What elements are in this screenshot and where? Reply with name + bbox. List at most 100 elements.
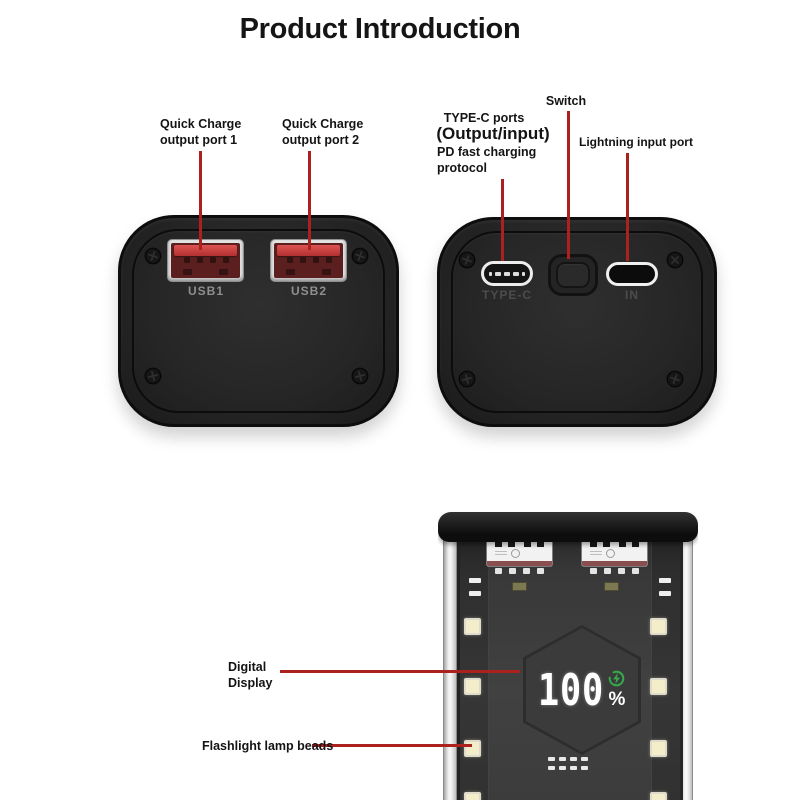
page-title: Product Introduction xyxy=(239,13,521,45)
type-c-port xyxy=(481,261,533,286)
power-bank-inner-body: 100 % xyxy=(457,528,683,800)
vent-dot xyxy=(581,757,588,761)
usbconn-print xyxy=(495,551,507,556)
usb-port-cavity xyxy=(171,243,240,278)
digital-display: 100 % xyxy=(538,668,625,714)
label-quick-charge-port2: Quick Charge output port 2 xyxy=(282,117,364,147)
label-output-input: (Output/input) xyxy=(436,124,550,143)
quick-charge-logo-icon xyxy=(511,549,520,558)
usbconn-notch xyxy=(597,540,603,547)
usb-a-port-1 xyxy=(168,240,243,281)
screw-icon xyxy=(458,370,476,388)
power-bank-top-view-inputs: TYPE-C IN xyxy=(437,217,717,427)
lightning-in-port xyxy=(606,262,658,286)
usb-block xyxy=(286,269,295,275)
charging-bolt-icon xyxy=(609,670,625,687)
solder-pin xyxy=(537,568,544,574)
type-c-pin xyxy=(504,271,510,276)
type-c-pin xyxy=(489,271,492,276)
solder-pin xyxy=(632,568,639,574)
usb1-port-label: USB1 xyxy=(187,284,224,298)
vent-dot xyxy=(570,757,577,761)
usb-pin xyxy=(326,257,332,263)
flashlight-lamp-bead xyxy=(650,740,667,757)
usb-block xyxy=(219,269,228,275)
solder-pin xyxy=(604,568,611,574)
solder-pin xyxy=(618,568,625,574)
usbconn-notch xyxy=(626,540,632,547)
screw-icon xyxy=(666,370,684,388)
pcb-dash xyxy=(659,591,671,596)
device-inner-ring xyxy=(132,229,385,413)
flashlight-lamp-bead xyxy=(464,678,481,695)
solder-pin xyxy=(523,568,530,574)
usb-pin xyxy=(210,257,216,263)
flashlight-lamp-bead xyxy=(464,740,481,757)
usbconn-notch xyxy=(531,540,537,547)
type-c-pin xyxy=(522,271,525,276)
usb-pin xyxy=(197,257,203,263)
vent-dot xyxy=(548,757,555,761)
usb-pin xyxy=(184,257,190,263)
flashlight-lamp-bead xyxy=(650,678,667,695)
flashlight-lamp-bead xyxy=(464,792,481,800)
label-flashlight-beads: Flashlight lamp beads xyxy=(202,739,334,753)
label-typec-ports: TYPE-C ports xyxy=(443,111,525,125)
usb-pin xyxy=(287,257,293,263)
usb-port-tongue xyxy=(277,245,340,256)
display-side-column: % xyxy=(608,668,625,710)
solder-pin xyxy=(495,568,502,574)
power-bank-top-view-usb-outputs: USB1 USB2 xyxy=(118,215,399,427)
label-digital-display: Digital Display xyxy=(228,660,273,690)
pointer-line-usb2 xyxy=(308,151,311,250)
type-c-pin xyxy=(495,271,501,276)
label-switch: Switch xyxy=(545,94,587,108)
solder-pin xyxy=(590,568,597,574)
led-column-right xyxy=(651,528,680,800)
pointer-line-lightning xyxy=(626,153,629,261)
power-bank-front-view: 100 % xyxy=(438,505,698,800)
type-c-pin xyxy=(513,271,519,276)
label-quick-charge-port1: Quick Charge output port 1 xyxy=(160,117,242,147)
quick-charge-logo-icon xyxy=(606,549,615,558)
power-bank-top-cap xyxy=(438,512,698,542)
screw-icon xyxy=(666,251,684,269)
vent-dot xyxy=(559,766,566,770)
pointer-line-switch xyxy=(567,111,570,259)
smd-component xyxy=(604,582,619,591)
label-lightning-input: Lightning input port xyxy=(579,135,693,149)
display-hexagon-face xyxy=(526,628,638,752)
percent-sign: % xyxy=(608,689,626,710)
transparent-rail-left xyxy=(443,533,457,800)
device-inner-ring xyxy=(451,231,703,413)
screw-icon xyxy=(144,367,162,385)
pointer-line-flashlight xyxy=(312,744,472,747)
pointer-line-typec xyxy=(501,179,504,261)
pcb-dash xyxy=(469,591,481,596)
typec-port-label: TYPE-C xyxy=(481,288,532,302)
led-column-left xyxy=(460,528,489,800)
battery-percent-value: 100 xyxy=(538,665,604,716)
label-pd-protocol: PD fast charging protocol xyxy=(437,145,537,175)
flashlight-lamp-bead xyxy=(650,792,667,800)
usbconn-notch xyxy=(502,540,508,547)
pcb-dash xyxy=(659,578,671,583)
vent-dot xyxy=(581,766,588,770)
power-switch-button xyxy=(548,254,598,296)
flashlight-lamp-bead xyxy=(464,618,481,635)
in-port-label: IN xyxy=(625,288,639,302)
screw-icon xyxy=(351,247,369,265)
solder-pin xyxy=(509,568,516,574)
power-switch-knob xyxy=(556,262,590,288)
screw-icon xyxy=(351,367,369,385)
usb2-port-label: USB2 xyxy=(290,284,327,298)
pointer-line-display xyxy=(280,670,520,673)
usb-block xyxy=(322,269,331,275)
usb-pin xyxy=(300,257,306,263)
smd-component xyxy=(512,582,527,591)
screw-icon xyxy=(144,247,162,265)
screw-icon xyxy=(458,251,476,269)
usbconn-bottom-bar xyxy=(582,561,647,566)
vent-dot xyxy=(570,766,577,770)
